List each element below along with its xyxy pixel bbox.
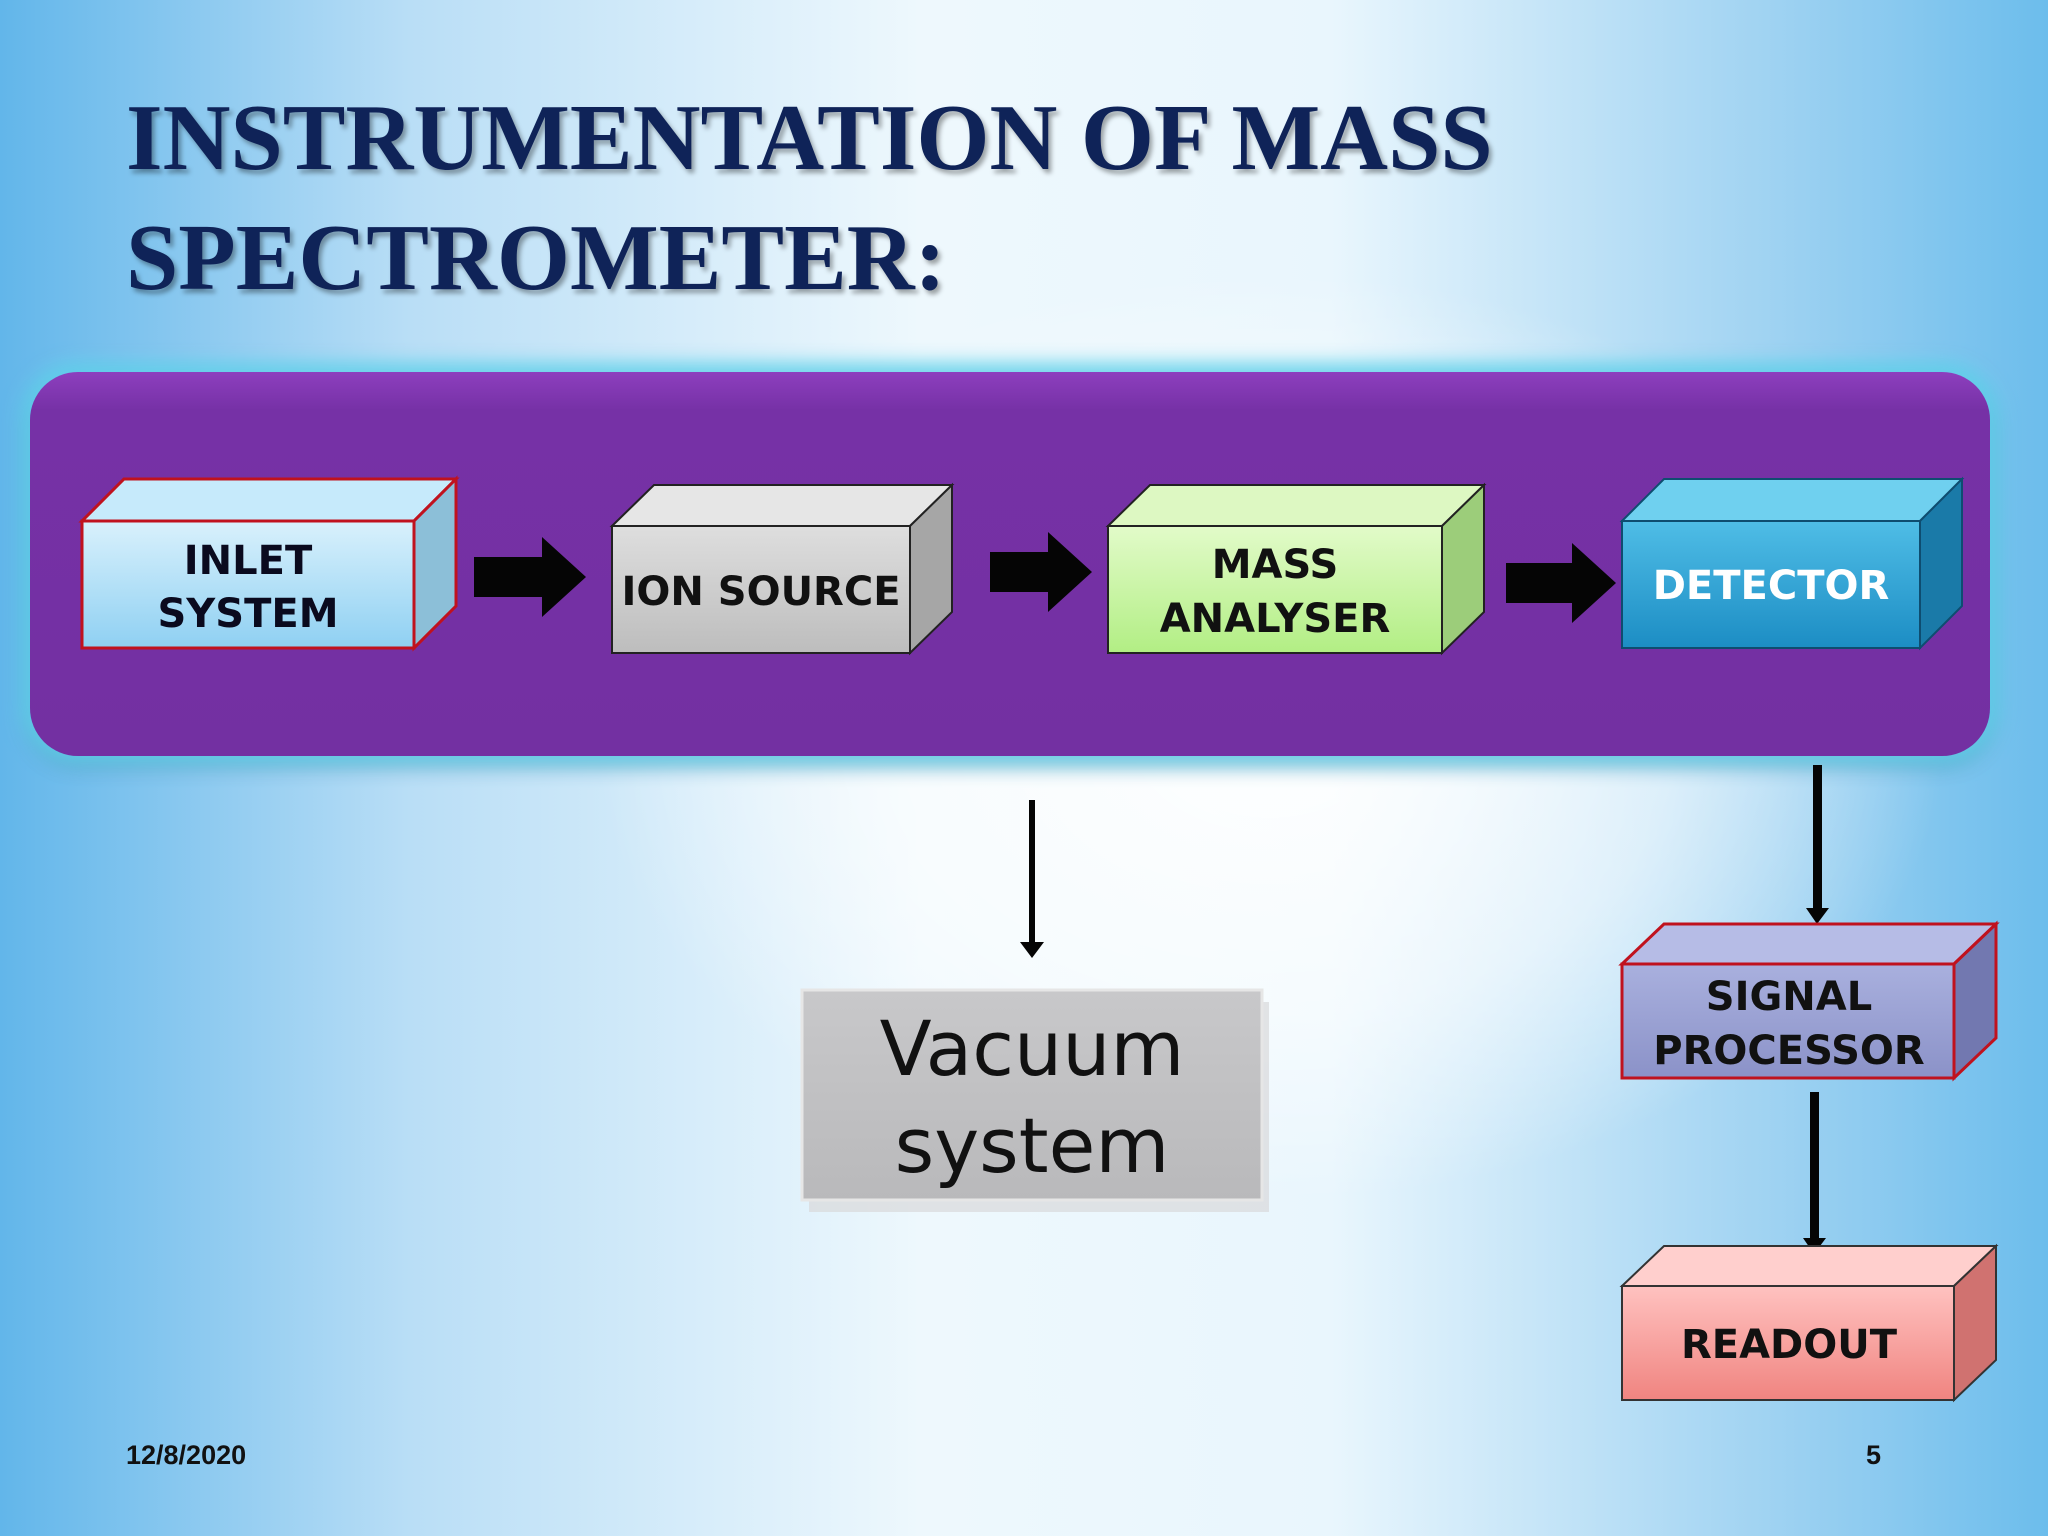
readout-label: READOUT bbox=[1681, 1322, 1898, 1368]
mass-analyser-box: MASS ANALYSER bbox=[1105, 482, 1487, 656]
slide-title: INSTRUMENTATION OF MASS SPECTROMETER: bbox=[126, 78, 1826, 318]
signal-processor-label-line1: SIGNAL bbox=[1706, 974, 1872, 1020]
vacuum-label-line1: Vacuum bbox=[880, 1004, 1185, 1093]
vacuum-system-box: Vacuum system bbox=[800, 988, 1269, 1212]
ion-source-box: ION SOURCE bbox=[609, 482, 955, 656]
detector-box: DETECTOR bbox=[1619, 476, 1965, 651]
flow-arrow-1 bbox=[474, 537, 586, 617]
readout-box: READOUT bbox=[1619, 1243, 1999, 1403]
mass-analyser-label-line2: ANALYSER bbox=[1160, 596, 1391, 642]
slide-number: 5 bbox=[1866, 1440, 1882, 1470]
title-line-1: INSTRUMENTATION OF MASS bbox=[126, 86, 1493, 190]
title-line-2: SPECTROMETER: bbox=[126, 206, 946, 310]
mass-analyser-label-line1: MASS bbox=[1212, 542, 1339, 588]
signal-to-readout-arrow bbox=[1803, 1092, 1826, 1254]
slide-date: 12/8/2020 bbox=[126, 1440, 247, 1470]
flow-arrow-3 bbox=[1506, 543, 1616, 623]
inlet-label-line2: SYSTEM bbox=[158, 591, 339, 637]
signal-processor-label-line2: PROCESSOR bbox=[1653, 1028, 1924, 1074]
detector-to-signal-arrow bbox=[1806, 765, 1829, 924]
ion-source-label: ION SOURCE bbox=[621, 569, 900, 615]
flow-arrow-2 bbox=[990, 532, 1092, 612]
signal-processor-box: SIGNAL PROCESSOR bbox=[1618, 920, 2000, 1082]
vacuum-label-line2: system bbox=[895, 1101, 1170, 1190]
detector-label: DETECTOR bbox=[1653, 563, 1890, 609]
inlet-label-line1: INLET bbox=[184, 538, 313, 584]
inlet-system-box: INLET SYSTEM bbox=[78, 475, 460, 652]
vacuum-connector-arrow bbox=[1020, 800, 1044, 958]
